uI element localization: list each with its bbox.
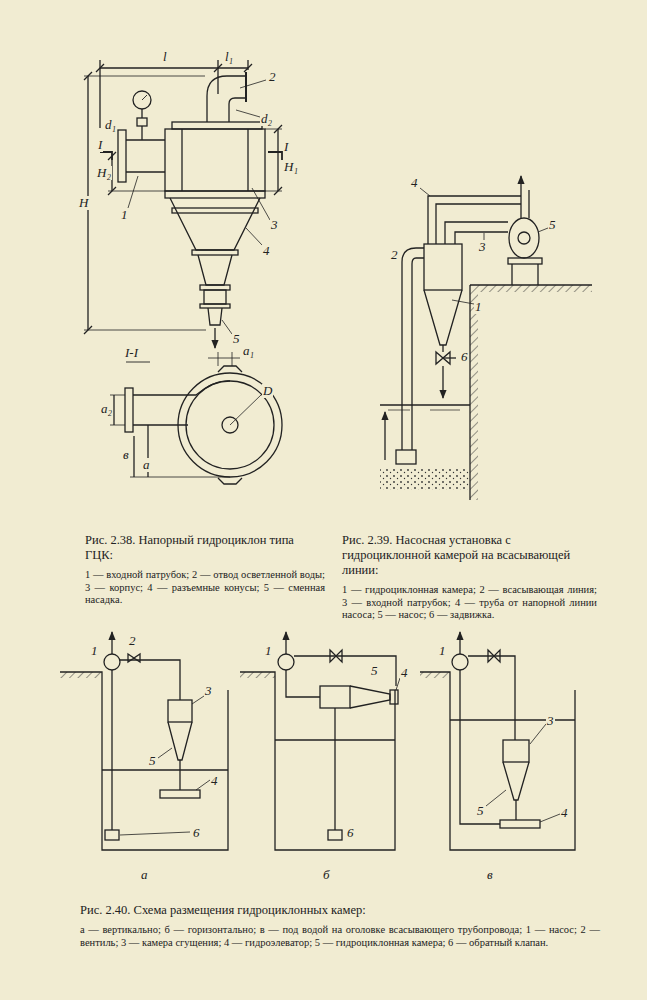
callout-number: 2 [268,70,277,84]
figure-caption: Рис. 2.39. Насосная установка с гидроцик… [342,533,597,578]
callout-number: 5 [476,804,485,818]
callout-number: 1 [438,644,447,658]
callout-number: б [322,868,331,882]
callout-number: H₂ [96,166,112,180]
callout-number: 3 [270,218,279,232]
callout-number: 5 [548,218,557,232]
caption-legend: а — вертикально; б — горизонтально; в — … [80,924,600,949]
callout-number: 2 [390,248,399,262]
callout-number: 2 [128,634,137,648]
callout-number: в [122,448,130,462]
callout-number: 3 [546,714,555,728]
callout-number: 4 [560,806,569,820]
callout-number: H₁ [283,160,299,174]
callout-number: d₁ [104,118,117,132]
callout-number: 4 [400,666,409,680]
callout-number: 3 [478,240,487,254]
callout-number: I [97,138,103,152]
callout-number: 3 [204,684,213,698]
fig-2-39 [380,176,592,500]
callout-number: в [486,868,494,882]
fig-2-38 [84,60,282,484]
figure-caption: Рис. 2.40. Схема размещения гидроциклонн… [80,903,600,918]
fig-2-40 [60,632,575,850]
callout-number: a₂ [100,402,113,416]
callout-number: а [140,868,149,882]
callout-number: 4 [262,244,271,258]
callout-number: 1 [90,644,99,658]
callout-number: I [283,140,289,154]
callout-number: 4 [210,774,219,788]
callout-number: 1 [474,300,483,314]
callout-number: a₁ [242,344,255,358]
callout-number: 5 [370,664,379,678]
callout-number: l₁ [224,50,234,64]
callout-number: а [142,458,151,472]
callout-number: 5 [232,332,241,346]
callout-number: d₂ [260,112,273,126]
callout-number: 1 [264,644,273,658]
caption-legend: 1 — входной патрубок; 2 — отвод осветлен… [85,569,325,607]
callout-number: 6 [346,826,355,840]
callout-number: 6 [192,826,201,840]
callout-number: D [262,384,273,398]
callout-number: l [162,50,168,64]
figure-caption: Рис. 2.38. Напорный гидроциклон типа ГЦК… [85,533,325,563]
callout-number: 6 [460,350,469,364]
callout-number: I-I [124,346,139,360]
callout-number: H [78,196,89,210]
caption-legend: 1 — гидроциклонная камера; 2 — всасывающ… [342,584,597,622]
callout-number: 1 [120,208,129,222]
callout-number: 4 [410,176,419,190]
callout-number: 5 [148,754,157,768]
